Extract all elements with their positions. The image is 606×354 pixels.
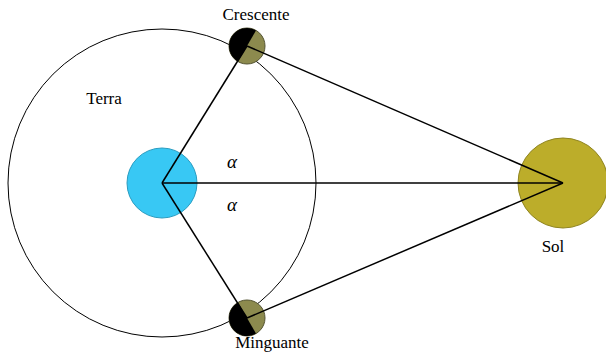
sun-node: Sol	[542, 238, 565, 257]
sight-line	[162, 183, 247, 318]
angle-label: α	[227, 195, 237, 216]
moon-node: Minguante	[235, 334, 309, 353]
sight-line	[247, 183, 563, 318]
node-label: Minguante	[235, 334, 309, 353]
sight-line	[247, 46, 563, 183]
crescent-moon	[222, 21, 265, 64]
sight-line	[162, 46, 247, 183]
node-label: Crescente	[222, 6, 289, 25]
node-label: Terra	[86, 90, 122, 109]
earth-node: Terra	[86, 90, 122, 109]
sight-line	[162, 182, 563, 184]
node-label: Sol	[542, 238, 565, 257]
moon-node: Crescente	[222, 6, 289, 25]
angle-label: α	[227, 152, 237, 173]
